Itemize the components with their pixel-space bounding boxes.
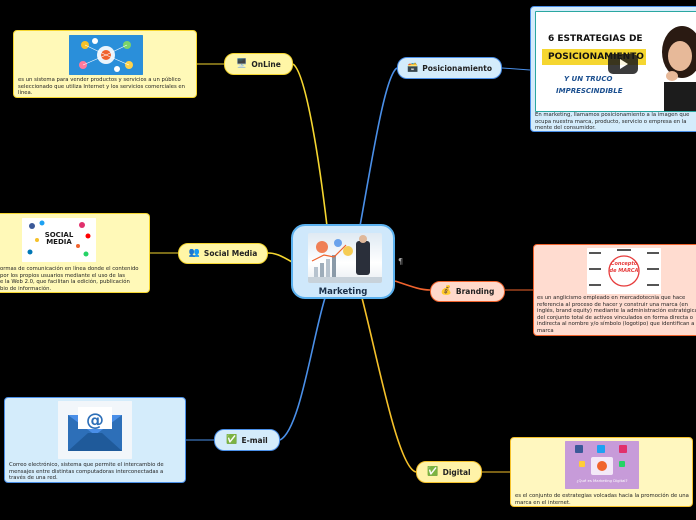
social-desc-line-3: e la Web 2.0, que facilitan la edición, … bbox=[0, 279, 150, 286]
branch-digital-label: Digital bbox=[443, 468, 471, 477]
branch-digital[interactable]: ✅ Digital bbox=[416, 461, 482, 483]
people-icon: 👥 bbox=[189, 249, 200, 258]
branch-posicionamiento[interactable]: 🗃️ Posicionamiento bbox=[397, 57, 502, 79]
branch-branding-label: Branding bbox=[456, 287, 494, 296]
link-online bbox=[293, 64, 327, 226]
note-card-email[interactable]: @ Correo electrónico, sistema que permit… bbox=[4, 397, 186, 483]
branch-social-media[interactable]: 👥 Social Media bbox=[178, 243, 268, 264]
social-media-image: SOCIAL MEDIA bbox=[22, 218, 96, 262]
branch-online-label: OnLine bbox=[251, 60, 281, 69]
central-topic-title: Marketing bbox=[293, 287, 393, 297]
moneybag-icon: 💰 bbox=[441, 287, 452, 296]
branding-image-text-1: Concepto bbox=[587, 261, 661, 267]
checkmark-icon: ✅ bbox=[226, 436, 237, 445]
link-digital bbox=[362, 298, 416, 472]
link-social bbox=[268, 253, 292, 262]
presenter-portrait bbox=[646, 12, 696, 112]
branding-image-text-2: de MARCA bbox=[587, 268, 661, 274]
posicionamiento-video-thumbnail[interactable]: 6 ESTRATEGIAS DE POSICIONAMIENTO Y UN TR… bbox=[535, 11, 696, 112]
digital-image-caption: ¿Qué es Marketing Digital? bbox=[565, 479, 639, 484]
video-play-button[interactable] bbox=[608, 54, 638, 74]
email-image: @ bbox=[58, 401, 132, 459]
branch-posicionamiento-label: Posicionamiento bbox=[422, 64, 492, 73]
checkmark-icon: ✅ bbox=[427, 468, 438, 477]
play-icon bbox=[608, 54, 638, 74]
posicionamiento-description: En marketing, llamamos posicionamiento a… bbox=[535, 112, 696, 132]
branch-online[interactable]: 🖥️ OnLine bbox=[224, 53, 293, 75]
social-desc-line-1: ormas de comunicación en línea donde el … bbox=[0, 266, 150, 273]
online-description: es un sistema para vender productos y se… bbox=[18, 77, 196, 97]
digital-description: es el conjunto de estrategias volcadas h… bbox=[515, 493, 690, 506]
video-subtitle-line-1: Y UN TRUCO bbox=[564, 75, 612, 84]
central-topic-marketing[interactable]: Marketing bbox=[291, 224, 395, 299]
note-card-branding[interactable]: Concepto de MARCA es un anglicismo emple… bbox=[533, 244, 696, 336]
email-description: Correo electrónico, sistema que permite … bbox=[9, 462, 181, 482]
note-card-digital[interactable]: ¿Qué es Marketing Digital? es el conjunt… bbox=[510, 437, 693, 507]
note-card-social-media[interactable]: SOCIAL MEDIA ormas de comunicación en lí… bbox=[0, 213, 150, 293]
central-topic-image bbox=[308, 233, 382, 283]
link-posicionamiento-card bbox=[502, 68, 530, 70]
video-title-line-1: 6 ESTRATEGIAS DE bbox=[548, 34, 643, 45]
digital-network-illustration bbox=[69, 35, 143, 75]
branch-email-label: E-mail bbox=[241, 436, 267, 445]
link-posicionamiento bbox=[360, 68, 397, 226]
envelope-at-illustration: @ bbox=[58, 401, 132, 459]
digital-marketing-image: ¿Qué es Marketing Digital? bbox=[565, 441, 639, 489]
link-branding bbox=[395, 281, 430, 290]
online-services-image bbox=[69, 35, 143, 75]
paragraph-note-icon: ¶ bbox=[398, 257, 403, 266]
social-media-description: ormas de comunicación en línea donde el … bbox=[0, 266, 150, 292]
branch-email[interactable]: ✅ E-mail bbox=[214, 429, 280, 451]
video-subtitle-line-2: IMPRESCINDIBLE bbox=[556, 87, 623, 96]
link-email bbox=[280, 298, 325, 440]
social-media-image-text: SOCIAL MEDIA bbox=[36, 232, 82, 246]
note-card-posicionamiento[interactable]: 6 ESTRATEGIAS DE POSICIONAMIENTO Y UN TR… bbox=[530, 6, 696, 132]
branding-concept-image: Concepto de MARCA bbox=[587, 248, 661, 294]
branch-social-label: Social Media bbox=[204, 249, 257, 258]
branding-description: es un anglicismo empleado en mercadotecn… bbox=[537, 295, 696, 335]
business-growth-illustration bbox=[308, 233, 382, 283]
branch-branding[interactable]: 💰 Branding bbox=[430, 281, 505, 302]
svg-text:@: @ bbox=[86, 410, 104, 431]
computer-icon: 🖥️ bbox=[236, 60, 247, 69]
box-icon: 🗃️ bbox=[407, 64, 418, 73]
note-card-online[interactable]: es un sistema para vender productos y se… bbox=[13, 30, 197, 98]
social-desc-line-4: bio de información. bbox=[0, 286, 150, 293]
